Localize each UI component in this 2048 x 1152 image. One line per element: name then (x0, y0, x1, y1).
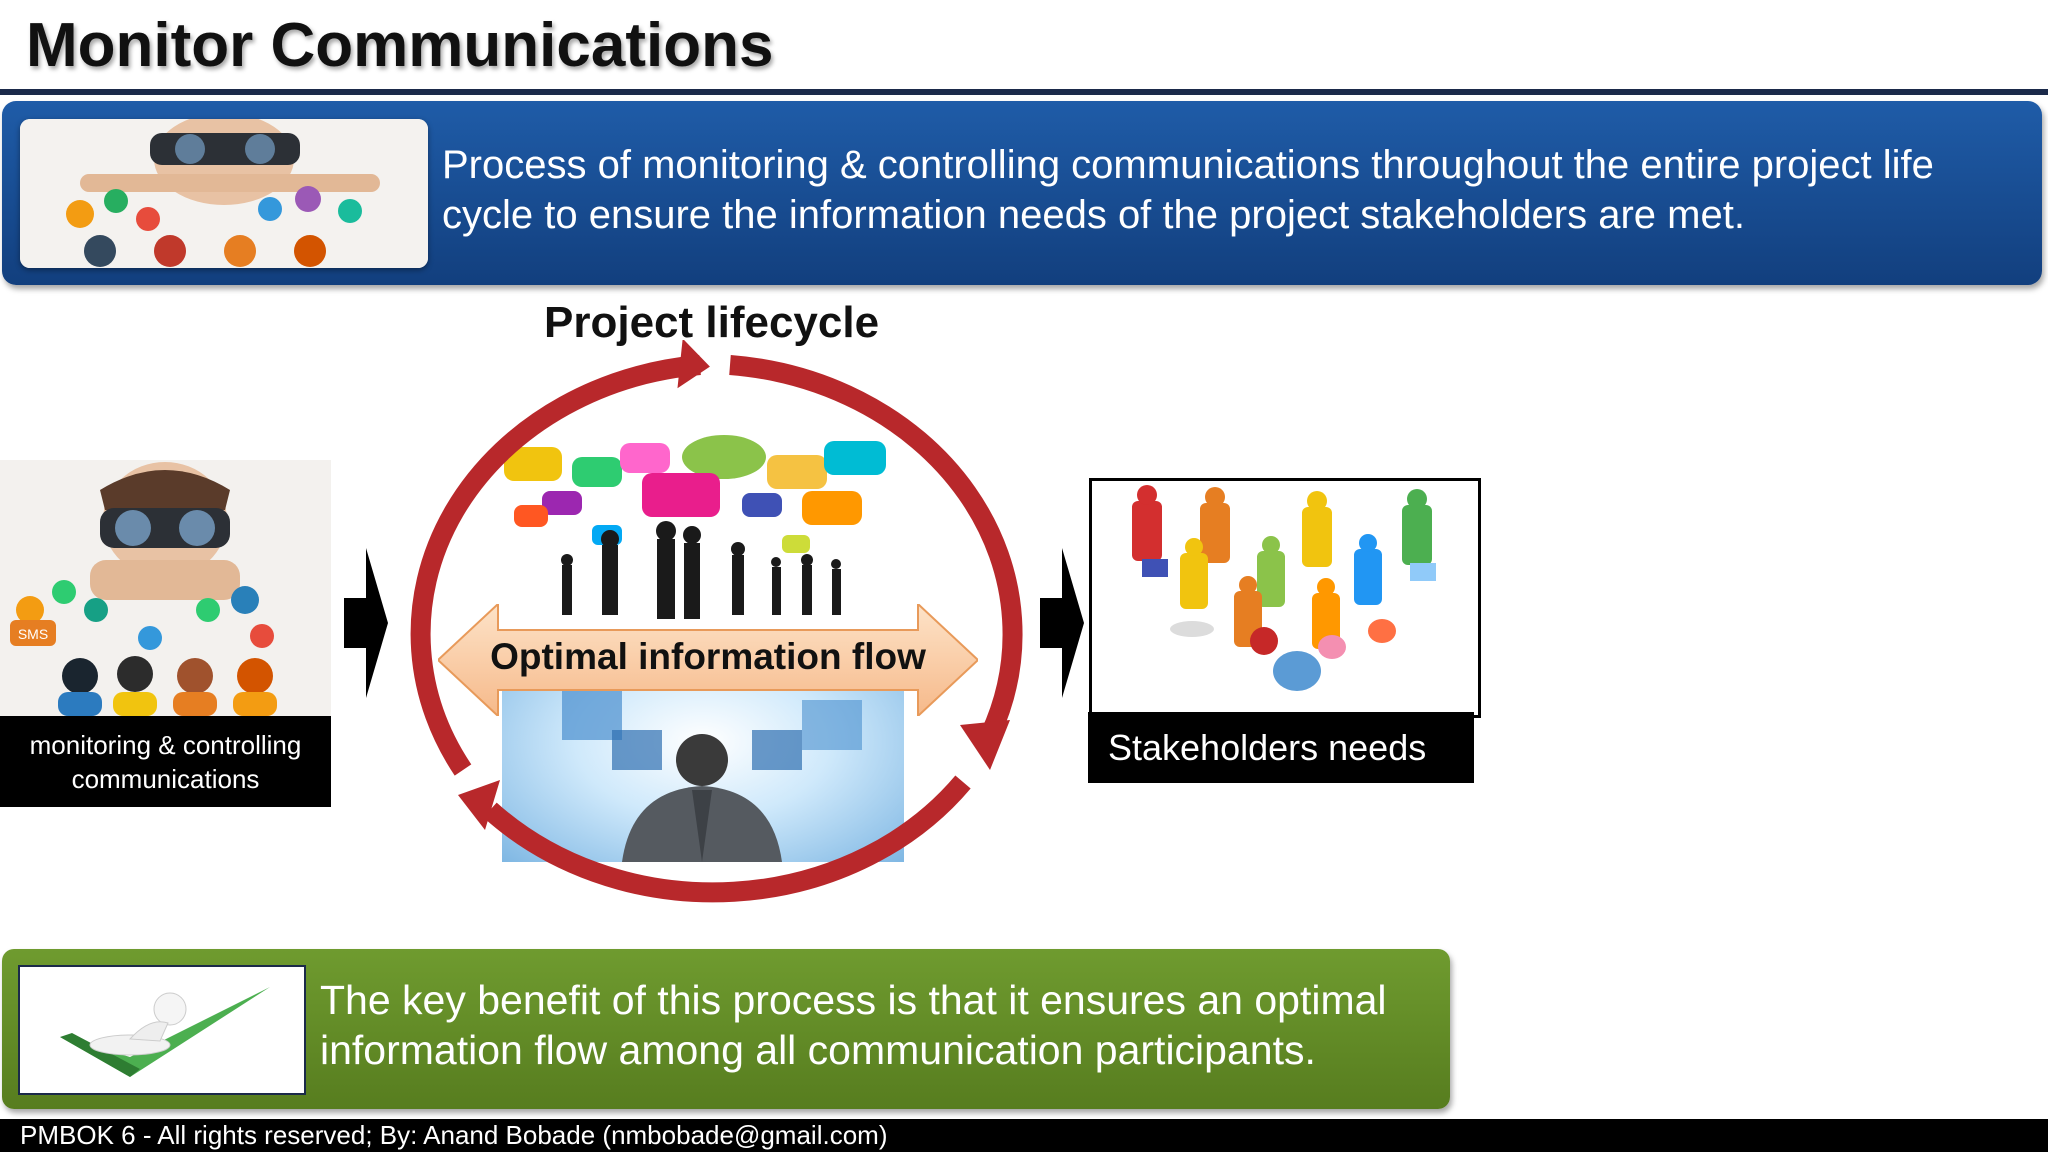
definition-text: Process of monitoring & controlling comm… (442, 143, 1934, 237)
stakeholder-figures-icon (1092, 481, 1478, 715)
benefit-text: The key benefit of this process is that … (320, 977, 1387, 1073)
double-arrow-icon (438, 604, 978, 716)
speech-bubbles-icon (502, 435, 897, 625)
cycle-arc-top-left (410, 355, 701, 776)
cycle-arrowhead-right (960, 720, 1010, 770)
communication-people-image (502, 435, 897, 625)
cycle-arc-bottom (483, 775, 971, 903)
slide-title: Monitor Communications (26, 11, 774, 80)
flow-label: Optimal information flow (490, 636, 926, 677)
monitoring-image: SMS (0, 460, 331, 716)
stakeholders-image (1089, 478, 1481, 718)
binoculars-thumbnail (20, 119, 428, 268)
relaxing-check-icon (20, 967, 304, 1093)
monitoring-caption: monitoring & controlling communications (0, 716, 331, 807)
cycle-arrowhead-top (677, 340, 710, 389)
arrow-right-icon (1040, 548, 1084, 698)
binoculars-person-icon (20, 119, 428, 268)
sms-badge-label: SMS (18, 626, 48, 642)
binoculars-person-icon: SMS (0, 460, 331, 716)
businessman-screens-image (502, 690, 904, 862)
footer: PMBOK 6 - All rights reserved; By: Anand… (0, 1119, 2048, 1152)
arrow-right-icon (344, 548, 388, 698)
benefit-thumbnail (18, 965, 306, 1095)
cycle-arrowhead-bottom (458, 780, 500, 830)
stakeholders-caption: Stakeholders needs (1088, 712, 1474, 783)
cycle-arc-right (729, 355, 1023, 740)
title-divider (0, 89, 2048, 95)
lifecycle-label: Project lifecycle (544, 298, 880, 347)
lifecycle-cycle-arrows (410, 340, 1023, 903)
businessman-icon (562, 690, 862, 862)
